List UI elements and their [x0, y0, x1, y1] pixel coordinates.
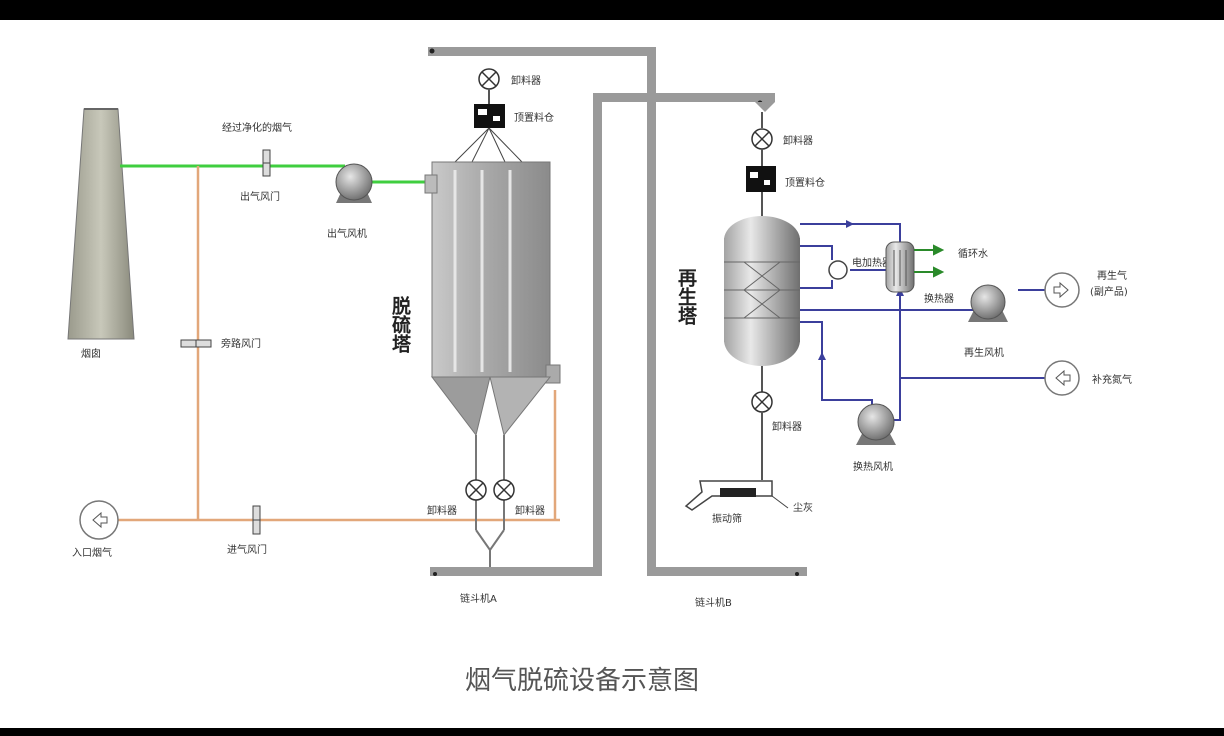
chain-conveyor-a — [428, 47, 807, 576]
absorber-hopper-chutes — [454, 127, 523, 163]
regen-tower-label: 再生塔 — [675, 268, 697, 326]
inlet-damper-label: 进气风门 — [227, 543, 267, 556]
regen-feeder-label: 卸料器 — [783, 134, 813, 147]
purified-gas-line — [120, 164, 428, 184]
outlet-damper — [262, 149, 271, 177]
regen-feeder — [751, 128, 773, 150]
heat-exchanger-label: 换热器 — [924, 292, 954, 305]
absorber-bottom-feeder-right-label: 卸料器 — [515, 504, 545, 517]
absorber-tower — [424, 161, 561, 437]
regen-fan-label: 再生风机 — [964, 346, 1004, 359]
purified-gas-label: 经过净化的烟气 — [222, 121, 292, 134]
circulating-water-arrows — [914, 244, 945, 278]
electric-heater-label: 电加热器 — [852, 256, 892, 269]
inlet-gas-symbol — [79, 500, 119, 540]
absorber-feeder-label: 卸料器 — [511, 74, 541, 87]
stack-label: 烟囱 — [81, 347, 101, 360]
outlet-fan — [335, 163, 373, 203]
desulfurization-diagram: 烟囱 经过净化的烟气 出气风门 出气风机 — [67, 47, 1132, 696]
outlet-damper-label: 出气风门 — [240, 190, 280, 203]
bottom-black-bar — [0, 728, 1224, 736]
chain-conveyor-right-label: 链斗机B — [695, 596, 732, 609]
regen-hopper-label: 顶置料仓 — [785, 176, 825, 189]
chain-conveyor-left-label: 链斗机A — [460, 592, 497, 605]
absorber-hopper-label: 顶置料仓 — [514, 111, 554, 124]
absorber-bottom-feeder-left — [465, 479, 487, 501]
regen-gas-symbol — [1044, 272, 1080, 308]
circulating-water-label: 循环水 — [958, 247, 988, 260]
diagram-caption: 烟气脱硫设备示意图 — [465, 666, 699, 696]
process-lines — [800, 223, 1046, 421]
supplement-air-label: 补充氮气 — [1092, 373, 1132, 386]
electric-heater — [828, 260, 848, 280]
vibrating-screen-label: 振动筛 — [712, 512, 742, 525]
inlet-damper — [252, 505, 261, 535]
bypass-damper — [180, 339, 212, 348]
exchange-fan-label: 换热风机 — [853, 460, 893, 473]
regen-bottom-feeder-label: 卸料器 — [772, 420, 802, 433]
vibrating-screen — [684, 480, 789, 511]
diagram-panel: 烟囱 经过净化的烟气 出气风门 出气风机 — [0, 20, 1224, 728]
absorber-bottom-lines — [475, 435, 505, 567]
absorber-bottom-feeder-right — [493, 479, 515, 501]
stack-chimney — [67, 108, 135, 340]
regen-gas-label: 再生气 — [1097, 269, 1127, 282]
regen-hopper — [746, 166, 776, 192]
absorber-hopper — [474, 104, 505, 128]
absorber-feeder — [478, 68, 500, 90]
exchange-fan — [856, 403, 896, 445]
by-product-label: (副产品) — [1090, 285, 1128, 298]
regen-bottom-feeder — [751, 391, 773, 413]
bypass-damper-label: 旁路风门 — [221, 337, 261, 350]
regen-vessel — [724, 216, 800, 366]
absorber-bottom-feeder-left-label: 卸料器 — [427, 504, 457, 517]
top-black-bar — [0, 0, 1224, 20]
inlet-gas-label: 入口烟气 — [72, 546, 112, 559]
heat-exchanger — [885, 241, 915, 293]
absorber-tower-label: 脱硫塔 — [389, 295, 411, 354]
outlet-fan-label: 出气风机 — [327, 227, 367, 240]
supplement-air-symbol — [1044, 360, 1080, 396]
dust-label: 尘灰 — [793, 501, 813, 514]
chain-conveyor-b — [430, 93, 799, 576]
regen-fan — [968, 284, 1008, 322]
